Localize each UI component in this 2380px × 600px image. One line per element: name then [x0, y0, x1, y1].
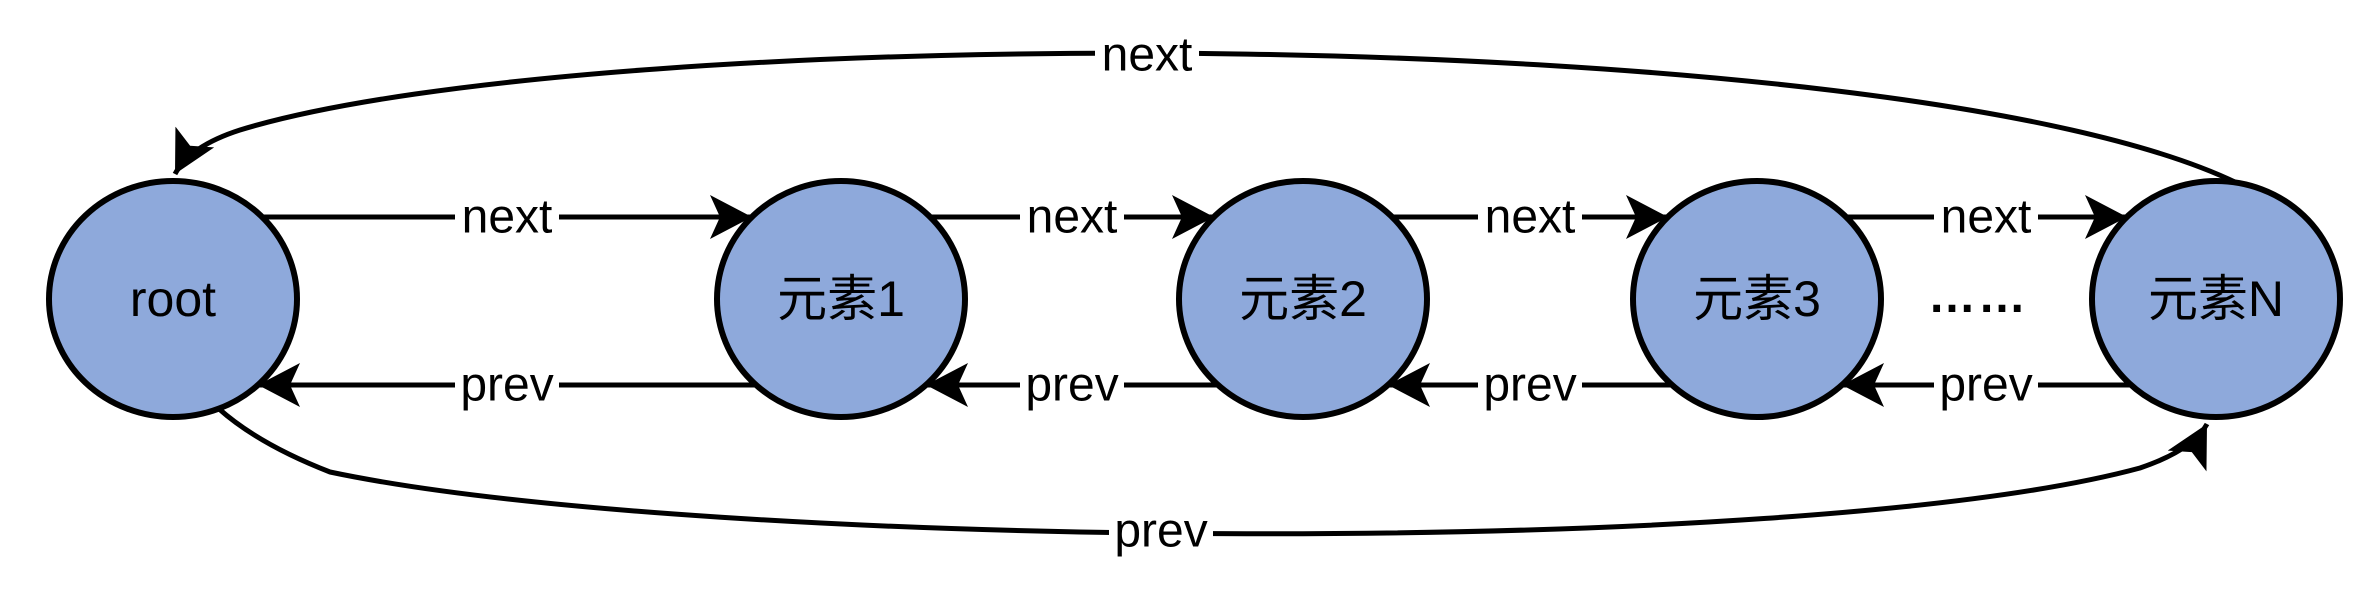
node-elementN-label: 元素N — [2148, 271, 2284, 327]
node-element2: 元素2 — [1176, 178, 1430, 420]
edge-next-element3-to-elementN-label-bg — [1934, 196, 2038, 238]
node-root-circle — [46, 178, 300, 420]
ellipsis-dots: …… — [1928, 270, 2028, 323]
edge-prev-element2-to-element1-label-bg — [1020, 364, 1124, 406]
edge-prev-element2-to-element1-label: prev — [1025, 359, 1118, 412]
edge-next-element2-to-element3-label: next — [1485, 191, 1576, 244]
node-element1: 元素1 — [714, 178, 968, 420]
edge-next-element1-to-element2-label: next — [1027, 191, 1118, 244]
node-root-label: root — [130, 271, 216, 327]
node-element1-label: 元素1 — [777, 271, 905, 327]
edge-prev-root-to-elementN-label: prev — [1114, 505, 1207, 558]
node-element1-circle — [714, 178, 968, 420]
edge-prev-element3-to-element2-label: prev — [1483, 359, 1576, 412]
edge-next-root-to-element1-label-bg — [455, 196, 559, 238]
node-root: root — [46, 178, 300, 420]
edge-prev-element1-to-root-label-bg — [455, 364, 559, 406]
edge-next-element1-to-element2-label-bg — [1020, 196, 1124, 238]
edge-next-elementN-to-root-line — [172, 50, 2239, 186]
node-element2-label: 元素2 — [1239, 271, 1367, 327]
edge-prev-root-to-elementN-label-bg — [1109, 510, 1213, 552]
node-element3: 元素3 — [1630, 178, 1884, 420]
node-element3-circle — [1630, 178, 1884, 420]
node-elementN: 元素N — [2089, 178, 2343, 420]
edge-next-element2-to-element3-label-bg — [1478, 196, 1582, 238]
edge-prev-elementN-to-element3-label: prev — [1939, 359, 2032, 412]
edge-next-elementN-to-root-label-bg — [1095, 34, 1199, 76]
edge-next-root-to-element1-label: next — [462, 191, 553, 244]
node-elementN-circle — [2089, 178, 2343, 420]
node-element2-circle — [1176, 178, 1430, 420]
edge-prev-element3-to-element2-label-bg — [1478, 364, 1582, 406]
edge-next-elementN-to-root-label: next — [1102, 29, 1193, 82]
edge-next-element3-to-elementN-label: next — [1941, 191, 2032, 244]
node-element3-label: 元素3 — [1693, 271, 1821, 327]
edge-prev-element1-to-root-label: prev — [460, 359, 553, 412]
edge-prev-elementN-to-element3-label-bg — [1934, 364, 2038, 406]
